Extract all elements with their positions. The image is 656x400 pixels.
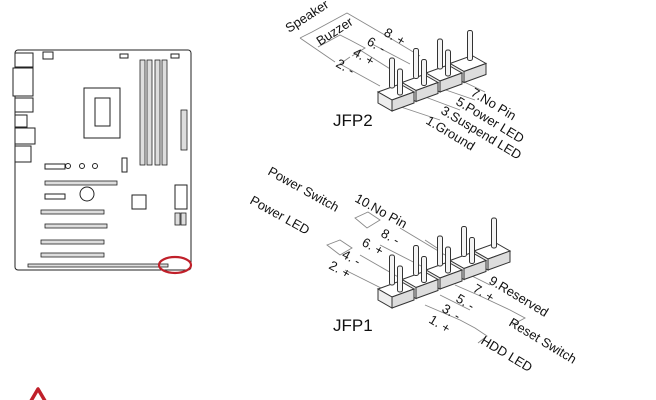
pin: [469, 237, 475, 264]
pin: [491, 217, 497, 249]
pin: [389, 254, 395, 286]
pin-header-block: [424, 235, 464, 290]
warning-icon: [29, 387, 47, 400]
pin-header-block: [376, 254, 416, 309]
pin: [397, 68, 403, 96]
jfp2-title: JFP2: [333, 111, 373, 130]
pin-header-block: [376, 57, 416, 112]
pin: [445, 49, 451, 77]
pin: [421, 256, 427, 283]
pin: [421, 59, 427, 86]
pin-10-label: 10.No Pin: [353, 191, 410, 232]
jfp1-diagram: Power Switch Power LED 10.No Pin 8. - 6.…: [248, 164, 580, 375]
pin: [445, 246, 451, 274]
jfp2-diagram: Speaker Buzzer 8. + 6. - 4. + 2. - 7.No …: [282, 0, 526, 162]
pin: [467, 30, 473, 61]
power-led-label: Power LED: [248, 193, 313, 238]
motherboard-illustration: [12, 49, 193, 275]
pin: [397, 265, 403, 293]
pin-9-label: 9.Reserved: [486, 273, 551, 320]
pin: [413, 245, 419, 276]
pin: [437, 38, 443, 70]
pin: [413, 48, 419, 79]
jfp-highlight-circle: [157, 255, 193, 275]
jfp1-title: JFP1: [333, 316, 373, 335]
buzzer-label: Buzzer: [313, 14, 356, 49]
pin: [437, 235, 443, 267]
pin: [389, 57, 395, 89]
pin: [461, 226, 467, 257]
